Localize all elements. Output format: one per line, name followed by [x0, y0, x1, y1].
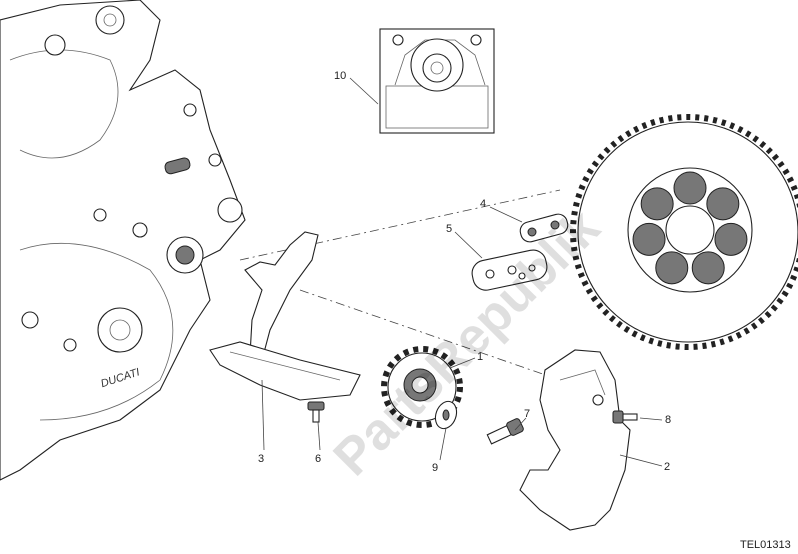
master-link-kit[interactable]: [470, 248, 550, 293]
sprocket-hole: [706, 187, 740, 221]
engine-casing: DUCATI: [0, 0, 246, 481]
bolt-7[interactable]: [486, 418, 524, 445]
sprocket-hole: [714, 222, 748, 256]
callout-8[interactable]: 8: [665, 414, 671, 426]
chain-link[interactable]: [518, 212, 570, 244]
callout-4[interactable]: 4: [480, 198, 486, 210]
rear-sprocket[interactable]: [570, 114, 798, 350]
reference-code: TEL01313: [740, 539, 791, 551]
washer-9[interactable]: [432, 398, 460, 431]
chain-guide-bracket[interactable]: [209, 231, 361, 401]
sprocket-hole: [673, 171, 707, 205]
callout-1[interactable]: 1: [477, 351, 483, 363]
bolt-6[interactable]: [307, 401, 325, 423]
sprocket-hole: [632, 222, 666, 256]
callout-2[interactable]: 2: [664, 461, 670, 473]
sprocket-cover[interactable]: [519, 349, 631, 531]
callout-3[interactable]: 3: [258, 453, 264, 465]
part-10-inset[interactable]: [379, 28, 495, 134]
callout-9[interactable]: 9: [432, 462, 438, 474]
callout-10[interactable]: 10: [334, 70, 346, 82]
sprocket-hole: [655, 251, 689, 285]
callout-7[interactable]: 7: [524, 408, 530, 420]
sprocket-hole: [691, 251, 725, 285]
sprocket-hole: [640, 187, 674, 221]
bolt-8[interactable]: [612, 410, 638, 424]
callout-5[interactable]: 5: [446, 223, 452, 235]
callout-6[interactable]: 6: [315, 453, 321, 465]
